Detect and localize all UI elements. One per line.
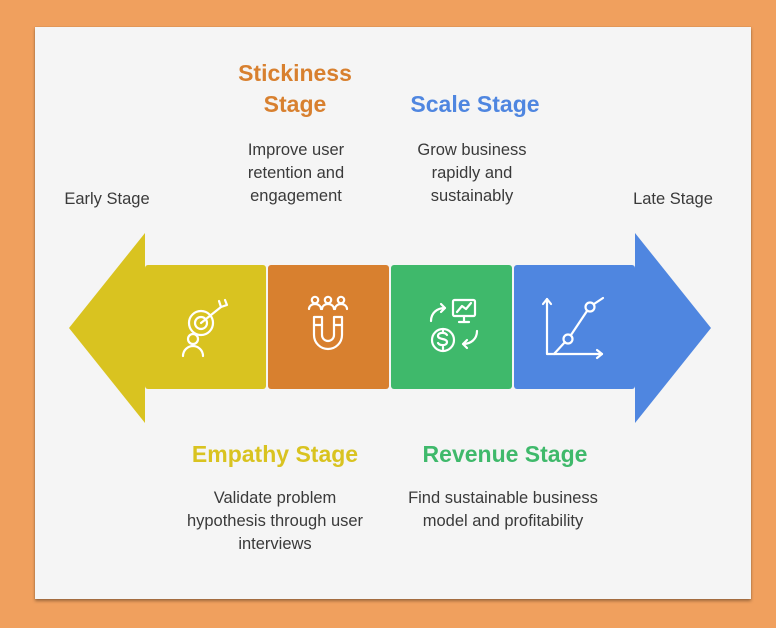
revenue-stage-title: Revenue Stage — [422, 441, 588, 467]
stickiness-stage-title: Stickiness Stage — [238, 60, 352, 117]
revenue-stage-description: Find sustainable business model and prof… — [408, 489, 598, 530]
diagram-card: Early Stage Late Stage Stickiness Stage … — [35, 27, 751, 599]
magnet-users-icon — [307, 295, 349, 351]
growth-chart-icon — [541, 296, 605, 360]
money-exchange-icon — [429, 298, 479, 353]
scale-stage-description: Grow business rapidly and sustainably — [417, 141, 527, 205]
stickiness-stage-description: Improve user retention and engagement — [247, 141, 345, 205]
scale-stage-title: Scale Stage — [410, 91, 540, 117]
left-arrowhead — [69, 233, 145, 423]
scale-segment — [514, 265, 635, 389]
revenue-segment — [391, 265, 512, 389]
stage-arrow-diagram — [69, 233, 711, 423]
target-person-icon — [181, 298, 229, 358]
empathy-stage-title: Empathy Stage — [191, 441, 359, 467]
empathy-stage-description: Validate problem hypothesis through user… — [186, 489, 364, 553]
stickiness-segment — [268, 265, 389, 389]
early-stage-label: Early Stage — [64, 190, 150, 208]
late-stage-label: Late Stage — [633, 190, 713, 208]
right-arrowhead — [635, 233, 711, 423]
